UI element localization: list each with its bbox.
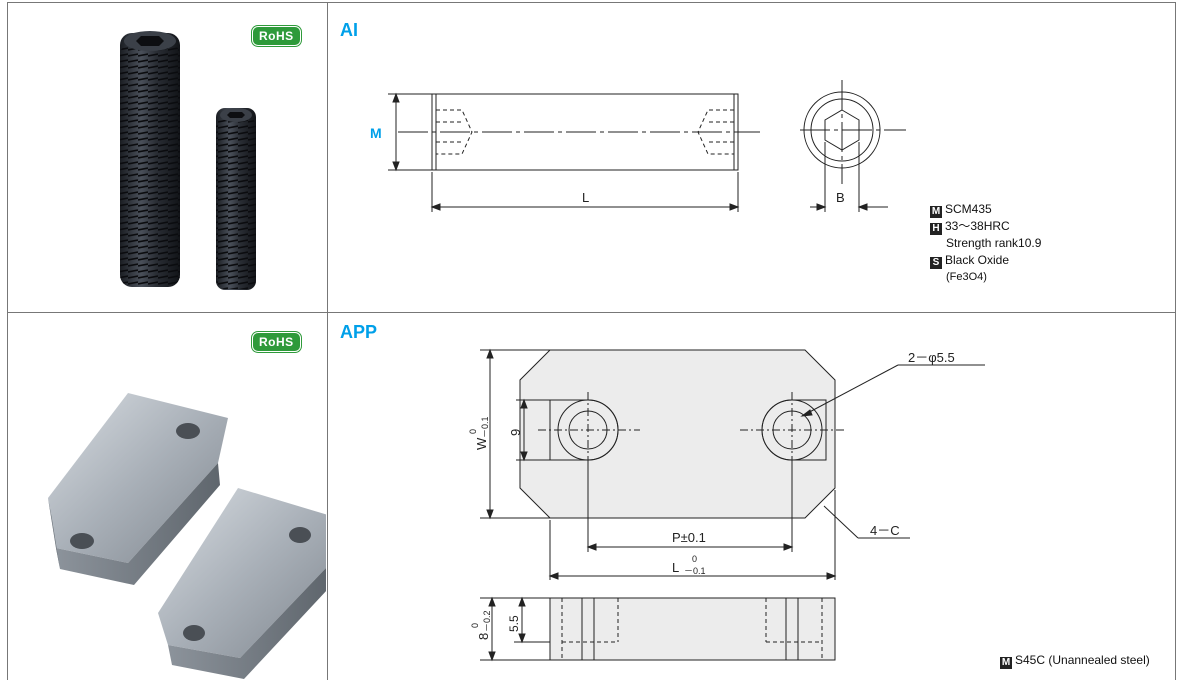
row-divider (7, 312, 1176, 313)
dim-l-label: L (582, 190, 589, 205)
spec-material-text: S45C (Unannealed steel) (1015, 653, 1150, 667)
material-tag-icon: M (1000, 657, 1012, 669)
product-photo-ai: RoHS (8, 3, 326, 311)
set-screws-image (120, 31, 256, 290)
column-divider (327, 2, 328, 680)
ai-technical-drawing: M L B (370, 80, 906, 212)
dim-5-5-label: 5.5 (507, 615, 521, 632)
catalog-table (7, 2, 1176, 680)
material-tag-icon: M (930, 206, 942, 218)
rohs-badge: RoHS (252, 26, 301, 46)
dim-9-label: 9 (508, 429, 523, 436)
app-technical-drawing: 2－φ5.5 4－C P±0.1 L 0 －0.1 W 0 －0.1 9 8 0… (468, 348, 985, 662)
dim-chamfer-label: 4－C (870, 523, 900, 538)
steel-plates-image (48, 393, 326, 679)
spec-material-text: SCM435 (945, 202, 992, 216)
dim-hole-label: 2－φ5.5 (908, 350, 955, 365)
dim-b-label: B (836, 190, 845, 205)
dim-w-tol-lower: －0.1 (480, 416, 490, 438)
product-code-ai: AI (340, 20, 358, 40)
dim-l-tol-upper: 0 (692, 554, 697, 564)
dim-8-tol-lower: －0.2 (482, 610, 492, 632)
spec-surface-formula: (Fe3O4) (946, 271, 987, 283)
dim-8-tol-upper: 0 (470, 623, 480, 628)
dim-w-label: W (474, 437, 489, 450)
spec-surface-text: Black Oxide (945, 253, 1010, 267)
dim-8-label: 8 (476, 633, 491, 640)
rohs-badge: RoHS (252, 332, 301, 352)
dim-l-tol-lower: －0.1 (684, 566, 706, 576)
spec-hardness-text: 33～38HRC (945, 219, 1010, 233)
product-photo-app: RoHS (8, 313, 326, 679)
hardness-tag-icon: H (930, 223, 942, 235)
dim-m-label: M (370, 125, 382, 141)
dim-l-label: L (672, 560, 679, 575)
dim-p-label: P±0.1 (672, 530, 706, 545)
product-code-app: APP (340, 322, 378, 342)
dim-w-tol-upper: 0 (468, 429, 478, 434)
surface-tag-icon: S (930, 257, 942, 269)
spec-strength: Strength rank10.9 (946, 236, 1042, 250)
